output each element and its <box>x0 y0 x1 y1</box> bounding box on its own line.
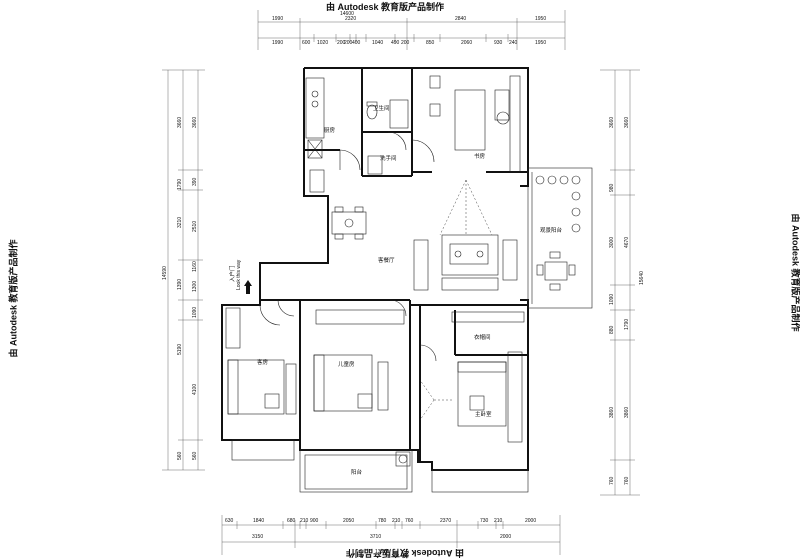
dim-top-inner-14: 1950 <box>535 40 546 46</box>
master-bedroom-furniture <box>451 311 525 443</box>
dim-right-inner-7: 760 <box>609 476 615 485</box>
dim-right-outer-5: 760 <box>624 476 630 485</box>
room-master-bedroom: 主卧室 <box>475 410 492 418</box>
room-child-bedroom: 儿童房 <box>338 360 355 368</box>
dim-right-inner-1: 3660 <box>609 117 615 128</box>
dim-top-inner-12: 930 <box>494 40 503 46</box>
dim-bottom-inner-7: 780 <box>378 518 387 524</box>
dim-top-inner-7: 1040 <box>372 40 383 46</box>
dim-left-outer-1: 3660 <box>177 117 183 128</box>
entrance-arrow-icon <box>244 280 252 294</box>
bathroom-fixtures <box>366 99 409 175</box>
dim-bottom-inner-5: 900 <box>310 518 319 524</box>
dim-top-inner-8: 490 <box>391 40 400 46</box>
room-study: 书房 <box>474 152 486 160</box>
dimension-texts-left: 14590 3660 1790 3210 1390 5190 560 3660 … <box>162 117 198 460</box>
dim-top-inner-6: 400 <box>352 40 361 46</box>
walls <box>221 67 593 493</box>
dim-top-outer-1: 1990 <box>272 16 283 22</box>
dim-left-outer-4: 1390 <box>177 279 183 290</box>
dim-bottom-inner-10: 2370 <box>440 518 451 524</box>
room-washroom: 洗手间 <box>380 154 397 162</box>
dim-bottom-inner-8: 210 <box>392 518 401 524</box>
room-bathroom: 卫生间 <box>373 104 390 112</box>
dim-bottom-inner-13: 2000 <box>525 518 536 524</box>
dim-bottom-outer-2: 3710 <box>370 534 381 540</box>
dim-top-inner-13: 240 <box>509 40 518 46</box>
dim-left-inner-1: 3660 <box>192 117 198 128</box>
dim-left-inner-8: 560 <box>192 451 198 460</box>
dim-top-total: 14600 <box>340 11 354 17</box>
room-balcony: 阳台 <box>351 468 363 476</box>
dim-top-outer-3: 2840 <box>455 16 466 22</box>
dim-bottom-total: 13320 <box>375 549 389 555</box>
dim-left-outer-6: 560 <box>177 451 183 460</box>
room-cloakroom: 衣帽间 <box>474 333 491 341</box>
dim-bottom-outer-3: 2000 <box>500 534 511 540</box>
room-guest-bedroom: 客房 <box>257 358 269 366</box>
dim-right-outer-4: 3860 <box>624 407 630 418</box>
guest-bedroom-furniture <box>225 307 297 415</box>
dim-left-inner-6: 1090 <box>192 307 198 318</box>
dim-right-inner-2: 980 <box>609 183 615 192</box>
dim-left-inner-7: 4100 <box>192 384 198 395</box>
dim-right-inner-6: 3860 <box>609 407 615 418</box>
dim-bottom-inner-11: 730 <box>480 518 489 524</box>
dim-left-outer-3: 3210 <box>177 217 183 228</box>
label-entrance: 入户门 <box>228 265 236 282</box>
dim-top-inner-10: 850 <box>426 40 435 46</box>
dim-bottom-outer-1: 3150 <box>252 534 263 540</box>
dim-top-inner-9: 200 <box>401 40 410 46</box>
dim-right-inner-4: 1090 <box>609 294 615 305</box>
dim-left-inner-4: 1160 <box>192 261 198 272</box>
dimension-texts-bottom: 630 1840 680 210 900 2050 780 210 760 23… <box>225 518 536 555</box>
balcony-washer <box>395 451 411 467</box>
dim-bottom-inner-6: 2050 <box>343 518 354 524</box>
dim-left-inner-5: 1300 <box>192 281 198 292</box>
dim-left-inner-3: 2510 <box>192 221 198 232</box>
doors <box>259 131 437 362</box>
dim-right-outer-1: 3660 <box>624 117 630 128</box>
dim-top-inner-1: 1990 <box>272 40 283 46</box>
view-lines <box>419 179 493 421</box>
dim-bottom-inner-9: 760 <box>405 518 414 524</box>
label-entrance-en: Look this way <box>236 259 242 290</box>
dim-right-total: 15640 <box>639 271 645 285</box>
dim-right-outer-2: 4670 <box>624 237 630 248</box>
study-furniture <box>429 75 521 173</box>
dim-top-outer-2: 2320 <box>345 16 356 22</box>
dim-top-inner-11: 2060 <box>461 40 472 46</box>
dim-bottom-inner-3: 680 <box>287 518 296 524</box>
dim-top-inner-3: 1020 <box>317 40 328 46</box>
dim-left-inner-2: 390 <box>192 177 198 186</box>
dim-left-outer-5: 5190 <box>177 344 183 355</box>
dim-left-total: 14590 <box>162 266 168 280</box>
dim-bottom-inner-1: 630 <box>225 518 234 524</box>
dim-bottom-inner-4: 210 <box>300 518 309 524</box>
dimension-lines <box>162 10 640 555</box>
room-labels: 厨房 卫生间 洗手间 书房 客餐厅 观景阳台 衣帽间 客房 儿童房 主卧室 阳台… <box>228 104 563 476</box>
dim-top-outer-4: 1950 <box>535 16 546 22</box>
dim-right-inner-3: 3000 <box>609 237 615 248</box>
dimension-texts-right: 3660 980 3000 1090 880 3860 760 3660 467… <box>609 117 645 485</box>
dim-right-outer-3: 1790 <box>624 319 630 330</box>
dim-left-outer-2: 1790 <box>177 179 183 190</box>
dining-table <box>331 206 367 240</box>
balcony-furniture <box>535 175 581 291</box>
watermark-top: 由 Autodesk 教育版产品制作 <box>326 2 445 12</box>
room-view-balcony: 观景阳台 <box>540 226 563 234</box>
room-kitchen: 厨房 <box>324 126 336 134</box>
kitchen-fixtures <box>305 77 325 193</box>
dim-right-inner-5: 880 <box>609 325 615 334</box>
dim-top-inner-5: 200 <box>344 40 353 46</box>
sofa-set <box>413 234 518 291</box>
dim-bottom-inner-2: 1840 <box>253 518 264 524</box>
dimension-texts-top: 14600 1990 2320 2840 1950 1990 600 1020 … <box>272 11 546 46</box>
dim-bottom-inner-12: 210 <box>494 518 503 524</box>
room-living-dining: 客餐厅 <box>378 256 395 264</box>
child-bedroom-furniture <box>313 309 405 412</box>
dim-top-inner-2: 600 <box>302 40 311 46</box>
dim-top-inner-4: 200 <box>337 40 346 46</box>
